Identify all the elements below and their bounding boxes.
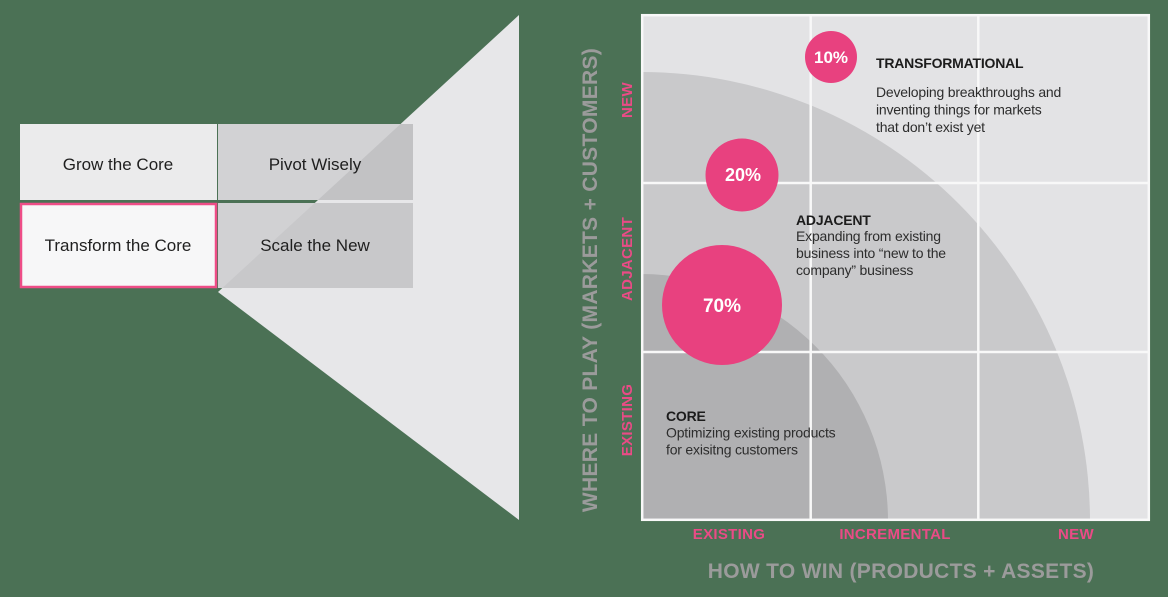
transformational-line-3: that don’t exist yet bbox=[876, 119, 985, 135]
annotation-transformational: TRANSFORMATIONAL Developing breakthrough… bbox=[876, 55, 1061, 135]
x-axis-title: HOW TO WIN (PRODUCTS + ASSETS) bbox=[708, 560, 1094, 583]
annotation-adjacent: ADJACENT Expanding from existing busines… bbox=[796, 212, 946, 278]
bubble-70-percent-label: 70% bbox=[703, 296, 741, 317]
core-heading: CORE bbox=[666, 408, 706, 424]
funnel-panel: Grow the Core Pivot Wisely Transform the… bbox=[19, 15, 519, 520]
adjacent-line-3: company” business bbox=[796, 262, 913, 278]
bubble-20-percent bbox=[705, 138, 779, 212]
x-axis-label-new: NEW bbox=[1058, 526, 1094, 543]
bubble-10-percent bbox=[805, 31, 857, 83]
adjacent-heading: ADJACENT bbox=[796, 212, 871, 228]
x-axis-label-incremental: INCREMENTAL bbox=[839, 526, 950, 543]
adjacent-line-2: business into “new to the bbox=[796, 245, 946, 261]
transformational-line-2: inventing things for markets bbox=[876, 102, 1042, 118]
matrix-border bbox=[640, 13, 1151, 522]
core-line-1: Optimizing existing products bbox=[666, 425, 836, 441]
x-axis-label-existing: EXISTING bbox=[693, 526, 765, 543]
bubble-10-percent-label: 10% bbox=[814, 48, 848, 67]
grow-the-core-box bbox=[20, 124, 217, 200]
scale-the-new-box-shade bbox=[222, 203, 413, 288]
matrix-grid bbox=[640, 13, 1151, 522]
y-axis-label-adjacent: ADJACENT bbox=[619, 217, 636, 301]
matrix-panel: 10% 20% 70% TRANSFORMATIONAL Developing … bbox=[640, 13, 1151, 522]
pivot-wisely-label: Pivot Wisely bbox=[269, 155, 362, 174]
x-axis: EXISTING INCREMENTAL NEW HOW TO WIN (PRO… bbox=[693, 526, 1094, 583]
transformational-line-1: Developing breakthroughs and bbox=[876, 84, 1061, 100]
y-axis-label-new: NEW bbox=[619, 82, 636, 118]
transform-the-core-label: Transform the Core bbox=[45, 236, 192, 255]
annotation-core: CORE Optimizing existing products for ex… bbox=[666, 408, 836, 458]
pivot-wisely-box-shade bbox=[317, 124, 413, 200]
scale-the-new-label: Scale the New bbox=[260, 236, 370, 255]
y-axis-title: WHERE TO PLAY (MARKETS + CUSTOMERS) bbox=[579, 48, 602, 512]
transformational-heading: TRANSFORMATIONAL bbox=[876, 55, 1024, 71]
adjacent-line-1: Expanding from existing bbox=[796, 228, 941, 244]
bubble-20-percent-label: 20% bbox=[725, 165, 761, 185]
grow-the-core-label: Grow the Core bbox=[63, 155, 174, 174]
bubble-70-percent bbox=[662, 245, 782, 365]
core-line-2: for exisitng customers bbox=[666, 442, 798, 458]
transform-the-core-box bbox=[19, 202, 218, 289]
y-axis-label-existing: EXISTING bbox=[619, 384, 636, 456]
y-axis: WHERE TO PLAY (MARKETS + CUSTOMERS) NEW … bbox=[579, 48, 636, 512]
